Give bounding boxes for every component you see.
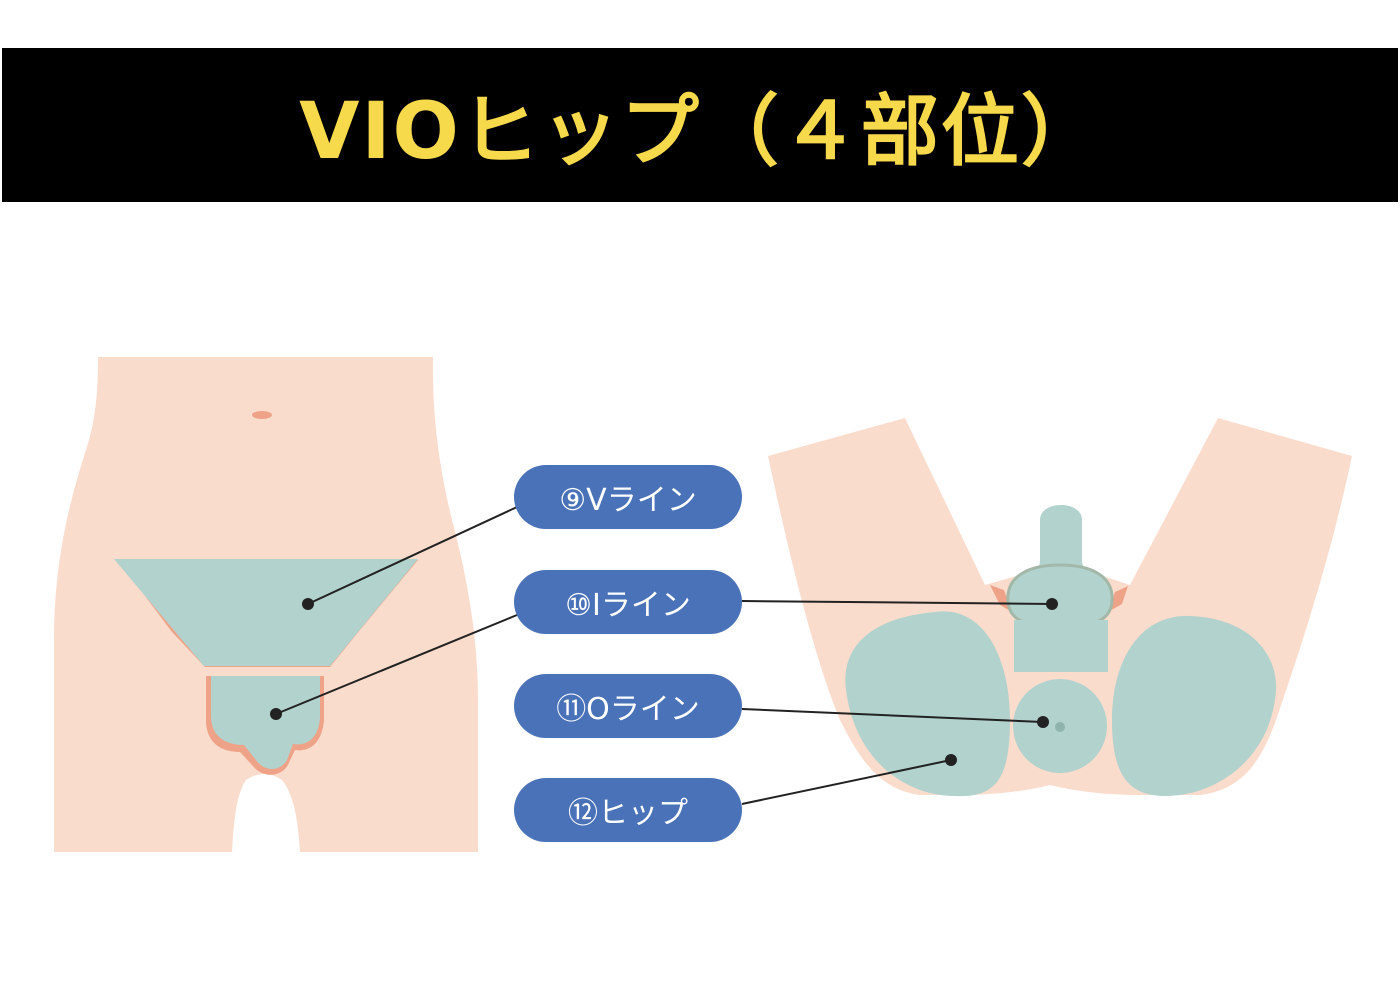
i-zone-back-scrotum [1006,563,1114,628]
front-body-figure [54,357,478,852]
leader-line-hip [741,759,952,805]
back-rim-left [990,585,1012,612]
page-title: VIOヒップ（４部位） [299,87,1101,177]
label-v-line: ⑨Vライン [514,465,742,529]
dot-i-front [270,708,282,720]
leader-line-i-back [741,600,1053,605]
i-zone-back-perineum [1014,620,1108,672]
leader-line-o [741,708,1044,723]
dot-hip [945,754,957,766]
leader-line-i-front [275,614,518,715]
i-zone-front [211,676,320,769]
hip-zone-left [845,611,1010,797]
label-hip: ⑫ヒップ [514,778,742,842]
dot-i-back [1046,598,1058,610]
v-zone [114,559,418,666]
dot-v [302,598,314,610]
dot-o [1037,716,1049,728]
label-o-line: ⑪Oライン [514,674,742,738]
back-rim-right [1108,586,1128,612]
label-i-line: ⑩Iライン [514,570,742,634]
hip-zone-right [1112,615,1277,796]
leader-line-v [307,506,518,605]
navel-icon [252,411,272,419]
i-zone-back-shaft [1030,505,1098,578]
leader-dots [270,598,1058,766]
title-bar: VIOヒップ（４部位） [2,48,1398,202]
anus-marker [1055,722,1065,732]
back-body-figure [768,418,1352,797]
leader-lines [275,506,1053,805]
